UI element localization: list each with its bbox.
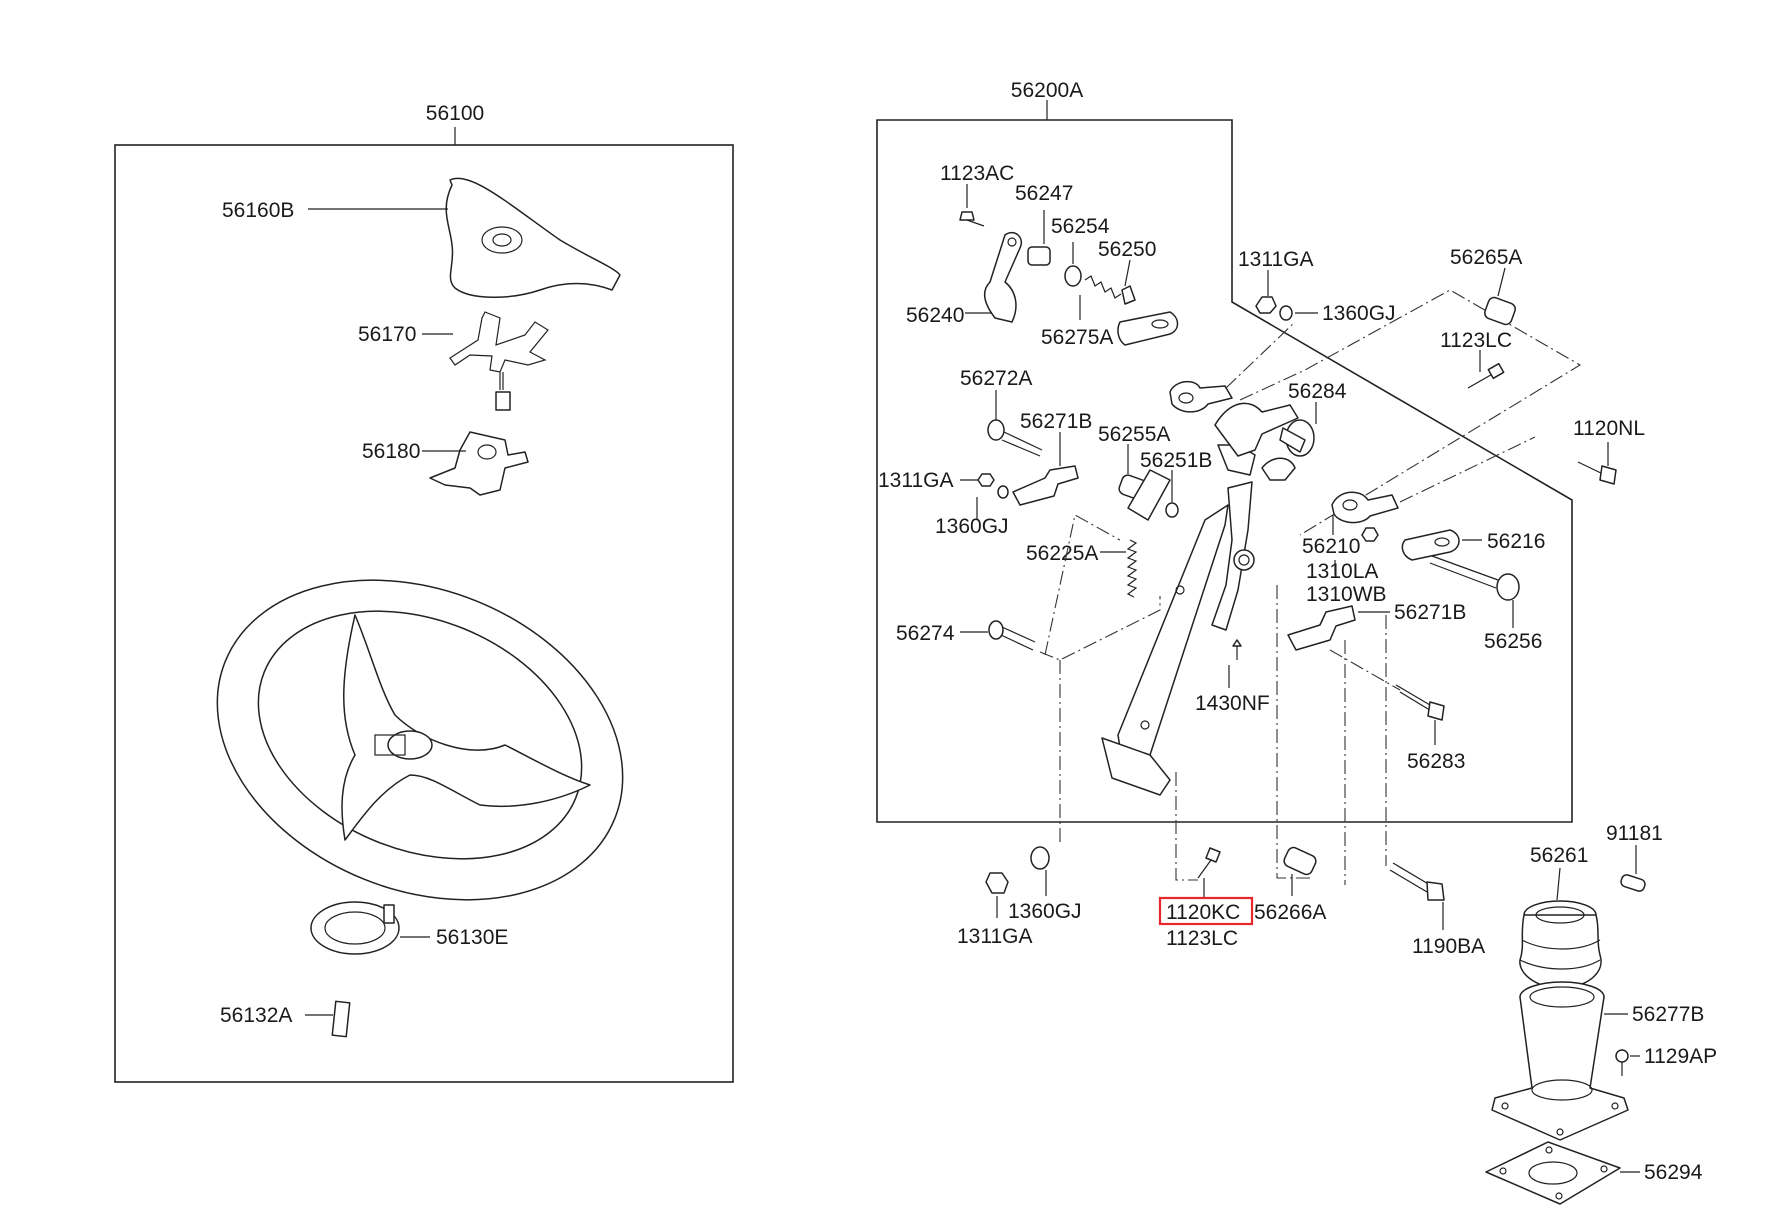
label-1311GA-top[interactable]: 1311GA xyxy=(1238,248,1314,271)
label-56261[interactable]: 56261 xyxy=(1530,844,1588,867)
label-1360GJ-bottom[interactable]: 1360GJ xyxy=(1008,900,1082,923)
label-1120NL[interactable]: 1120NL xyxy=(1573,417,1645,440)
label-56170[interactable]: 56170 xyxy=(358,323,416,346)
pin-91181 xyxy=(1620,874,1646,892)
bracket-56271B-right xyxy=(1287,605,1356,651)
label-91181[interactable]: 91181 xyxy=(1606,822,1663,845)
label-1360GJ-top[interactable]: 1360GJ xyxy=(1322,302,1396,325)
washer-56251B xyxy=(1165,502,1179,518)
label-56210[interactable]: 56210 xyxy=(1302,535,1360,558)
steering-column-group: 56200A 56240 1123AC 56247 56254 56250 xyxy=(876,79,1717,1205)
highlight-box xyxy=(1158,896,1254,926)
bushing-56247 xyxy=(1027,246,1051,266)
label-56256[interactable]: 56256 xyxy=(1484,630,1542,653)
plate-56216 xyxy=(1401,529,1460,561)
label-56250[interactable]: 56250 xyxy=(1098,238,1156,261)
nut-1311GA-top xyxy=(1255,296,1277,314)
label-1311GA-bottom[interactable]: 1311GA xyxy=(957,925,1033,948)
label-1123LC-bottom[interactable]: 1123LC xyxy=(1166,927,1238,950)
cancel-cam-part xyxy=(310,901,400,955)
spring-56250 xyxy=(1084,275,1136,305)
bolt-1123LC-upper xyxy=(1467,362,1505,389)
washer-1360GJ-bottom xyxy=(1030,846,1050,870)
label-56130E[interactable]: 56130E xyxy=(436,926,508,949)
bolt-1123AC xyxy=(959,211,985,227)
clip-part xyxy=(331,1000,351,1038)
bolt-1120KC xyxy=(1197,847,1221,879)
column-body-part xyxy=(1101,402,1299,796)
nut-1311GA-left xyxy=(977,473,995,487)
plate-56294 xyxy=(1485,1141,1621,1205)
steering-wheel-part xyxy=(216,579,624,901)
lever-56210 xyxy=(1331,491,1399,524)
label-1311GA-left[interactable]: 1311GA xyxy=(878,469,954,492)
contact-plate-part xyxy=(429,431,529,496)
nut-1311GA-bottom xyxy=(985,872,1009,894)
nut-1310LA xyxy=(1361,527,1379,542)
label-56160B[interactable]: 56160B xyxy=(222,199,294,222)
label-56266A[interactable]: 56266A xyxy=(1254,901,1326,924)
label-1123AC[interactable]: 1123AC xyxy=(940,162,1014,185)
spring-56225A xyxy=(1126,539,1138,598)
label-56275A[interactable]: 56275A xyxy=(1041,326,1113,349)
label-56180[interactable]: 56180 xyxy=(362,440,420,463)
label-56255A[interactable]: 56255A xyxy=(1098,423,1170,446)
label-56240[interactable]: 56240 xyxy=(906,304,964,327)
washer-56254 xyxy=(1064,265,1082,287)
label-1360GJ-left[interactable]: 1360GJ xyxy=(935,515,1009,538)
label-56254[interactable]: 56254 xyxy=(1051,215,1110,238)
sleeve-56265A xyxy=(1484,296,1516,326)
bushing-56266A xyxy=(1283,846,1317,876)
tilt-lever-part xyxy=(983,231,1022,323)
label-1190BA[interactable]: 1190BA xyxy=(1412,935,1485,958)
pin-56274 xyxy=(988,620,1036,651)
label-56225A[interactable]: 56225A xyxy=(1026,542,1098,565)
steering-wheel-group: 56100 56160B 56170 56180 xyxy=(114,102,734,1083)
horn-contact-part xyxy=(449,311,549,411)
pin-56284 xyxy=(1279,419,1315,457)
bracket-56271B-left xyxy=(1012,465,1079,506)
label-56277B[interactable]: 56277B xyxy=(1632,1003,1704,1026)
screw-1129AP xyxy=(1615,1049,1629,1076)
column-frame xyxy=(876,119,1573,823)
label-1120KC[interactable]: 1120KC xyxy=(1166,901,1240,924)
label-56216[interactable]: 56216 xyxy=(1487,530,1545,553)
label-1430NF[interactable]: 1430NF xyxy=(1195,692,1270,715)
label-1310LA[interactable]: 1310LA xyxy=(1306,560,1378,583)
label-56284[interactable]: 56284 xyxy=(1288,380,1347,403)
pin-56256 xyxy=(1429,555,1520,601)
label-56251B[interactable]: 56251B xyxy=(1140,449,1212,472)
label-56294[interactable]: 56294 xyxy=(1644,1161,1703,1184)
bolt-1190BA xyxy=(1389,862,1445,901)
label-56265A[interactable]: 56265A xyxy=(1450,246,1522,269)
label-1123LC-upper[interactable]: 1123LC xyxy=(1440,329,1512,352)
label-56271B-left[interactable]: 56271B xyxy=(1020,410,1092,433)
steering-wheel-frame xyxy=(114,144,734,1083)
washer-1360GJ-left xyxy=(997,485,1009,499)
washer-1360GJ-top xyxy=(1279,305,1293,321)
plate-56275A xyxy=(1117,311,1179,346)
label-56283[interactable]: 56283 xyxy=(1407,750,1465,773)
label-1129AP[interactable]: 1129AP xyxy=(1644,1045,1717,1068)
tube-56277B xyxy=(1491,981,1629,1141)
boot-56261 xyxy=(1519,900,1602,989)
pin-56272A xyxy=(987,419,1043,457)
label-56247[interactable]: 56247 xyxy=(1015,182,1073,205)
horn-pad-part xyxy=(445,177,621,298)
bolt-56283 xyxy=(1395,684,1445,721)
label-56271B-right[interactable]: 56271B xyxy=(1394,601,1466,624)
pin-1430NF xyxy=(1232,639,1242,660)
label-56272A[interactable]: 56272A xyxy=(960,367,1032,390)
label-56200A[interactable]: 56200A xyxy=(1011,79,1083,102)
label-56100[interactable]: 56100 xyxy=(426,102,484,125)
label-56274[interactable]: 56274 xyxy=(896,622,955,645)
bolt-1120NL xyxy=(1577,461,1617,485)
label-56132A[interactable]: 56132A xyxy=(220,1004,292,1027)
label-1310WB[interactable]: 1310WB xyxy=(1306,583,1387,606)
upper-link-arm xyxy=(1169,380,1233,413)
